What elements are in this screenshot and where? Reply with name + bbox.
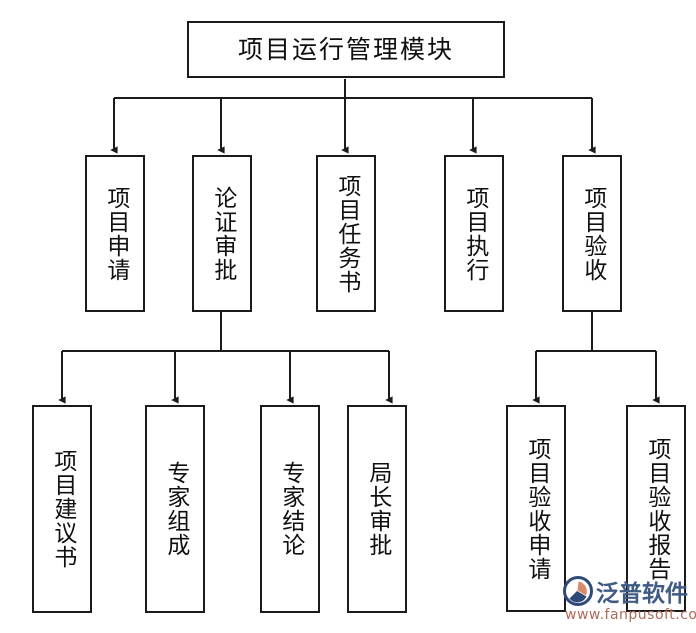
node-root[interactable]: 项目运行管理模块: [187, 21, 505, 78]
node-expert-panel-composition-label: 专家组成: [162, 461, 189, 557]
node-project-execution-label: 项目执行: [461, 185, 488, 282]
node-director-approval-label: 局长审批: [364, 461, 391, 557]
node-expert-conclusion[interactable]: 专家结论: [260, 405, 320, 613]
node-project-proposal-label: 项目建议书: [49, 449, 76, 569]
node-project-acceptance-label: 项目验收: [579, 185, 606, 282]
node-acceptance-application-label: 项目验收申请: [523, 436, 550, 581]
node-project-acceptance[interactable]: 项目验收: [562, 155, 622, 312]
node-director-approval[interactable]: 局长审批: [347, 405, 407, 613]
node-project-application-label: 项目申请: [102, 185, 129, 282]
node-project-application[interactable]: 项目申请: [85, 155, 145, 312]
node-argumentation-approval[interactable]: 论证审批: [192, 155, 252, 312]
node-acceptance-report-label: 项目验收报告: [643, 436, 670, 581]
node-project-proposal[interactable]: 项目建议书: [32, 405, 92, 613]
node-project-task-book-label: 项目任务书: [333, 173, 360, 294]
node-project-task-book[interactable]: 项目任务书: [316, 155, 376, 312]
node-argumentation-approval-label: 论证审批: [209, 185, 236, 282]
node-acceptance-report[interactable]: 项目验收报告: [626, 405, 686, 612]
node-project-execution[interactable]: 项目执行: [444, 155, 504, 312]
node-expert-conclusion-label: 专家结论: [277, 461, 304, 557]
node-acceptance-application[interactable]: 项目验收申请: [506, 405, 566, 612]
node-root-label: 项目运行管理模块: [237, 34, 454, 64]
node-expert-panel-composition[interactable]: 专家组成: [145, 405, 205, 613]
fanpu-circle-logo-icon: [563, 576, 593, 606]
